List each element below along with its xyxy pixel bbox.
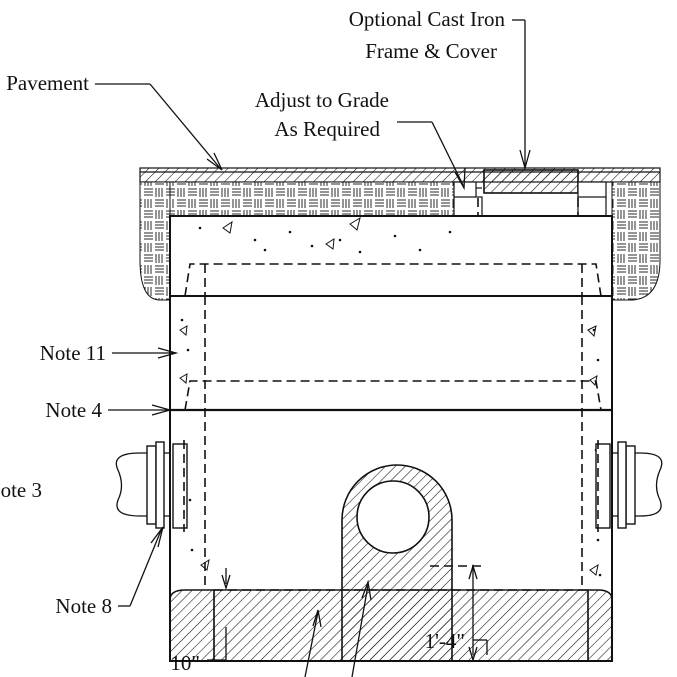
- left-side-pipe: [115, 440, 188, 532]
- concrete-aggregate: [179, 216, 602, 577]
- bench-and-outlet-pipe: [341, 464, 484, 662]
- cast-iron-frame-and-cover: [453, 169, 607, 199]
- label-adjust-line2: As Required: [274, 117, 380, 141]
- label-note11: Note 11: [40, 341, 106, 365]
- manhole-barrel: [169, 295, 613, 662]
- label-note8: Note 8: [55, 594, 112, 618]
- label-note3: Note 3: [0, 478, 42, 502]
- pavement-layer: [139, 167, 661, 183]
- label-note4: Note 4: [45, 398, 102, 422]
- right-side-pipe: [595, 440, 663, 532]
- label-dim-10: 10": [170, 651, 200, 675]
- bottom-leader-lines: [304, 579, 372, 677]
- label-pavement: Pavement: [6, 71, 89, 95]
- label-optional-frame-line2: Frame & Cover: [365, 39, 497, 63]
- label-dim-1-4: 1'-4": [425, 629, 465, 653]
- label-optional-frame-line1: Optional Cast Iron: [349, 7, 506, 31]
- top-slab: [169, 215, 613, 297]
- soil-backfill: [139, 181, 661, 301]
- label-adjust-line1: Adjust to Grade: [255, 88, 389, 112]
- leader-lines: [95, 19, 531, 607]
- dimension-marks: [207, 563, 488, 663]
